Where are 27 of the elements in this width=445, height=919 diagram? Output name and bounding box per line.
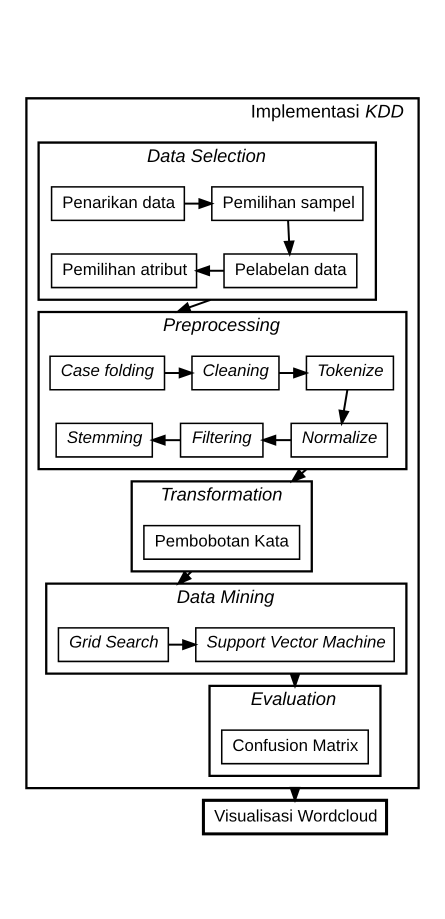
arrow [174,298,211,313]
arrow [260,434,292,446]
arrow [338,389,350,426]
arrow [279,366,310,378]
node-box: Confusion Matrix [220,728,369,764]
node-box: Filtering [180,422,264,458]
node-box: Tokenize [306,354,394,390]
arrow [289,672,301,688]
arrow [194,264,224,276]
node-box: Visualisasi Wordcloud [202,798,388,835]
node-box: Pemilihan atribut [50,252,198,288]
node-box: Stemming [55,422,154,458]
arrow [164,366,195,378]
arrow [168,638,198,650]
arrow [290,468,308,483]
node-box: Case folding [49,354,166,390]
node-box: Pembobotan Kata [143,524,300,560]
node-box: Normalize [290,422,388,458]
arrow [283,220,295,256]
node-box: Grid Search [58,626,170,662]
node-box: Pelabelan data [223,252,358,288]
node-box: Pemilihan sampel [211,186,364,221]
arrow [184,197,215,209]
node-box: Penarikan data [50,186,186,221]
node-box: Cleaning [191,354,280,390]
arrow [149,434,180,446]
node-box: Support Vector Machine [195,626,395,662]
